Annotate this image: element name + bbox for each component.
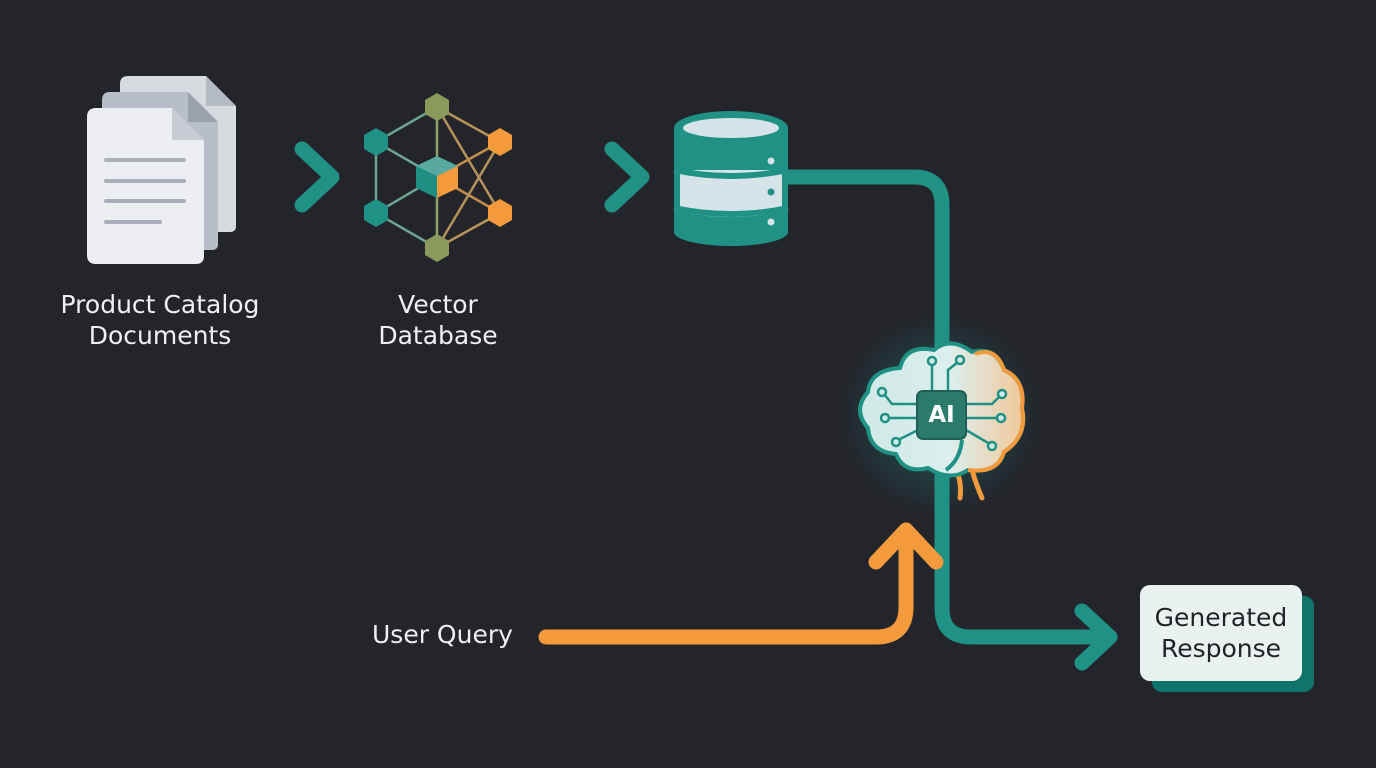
response-label-line2: Response — [1160, 634, 1282, 663]
user-query-arrowhead — [868, 522, 944, 570]
generated-response-card: Generated Response — [1140, 585, 1302, 681]
hexagon-network-icon — [364, 93, 512, 262]
ai-badge: AI — [918, 392, 965, 438]
arrow-docs-to-vector — [240, 141, 340, 213]
database-cylinder-icon — [673, 111, 789, 246]
documents-label: Product Catalog Documents — [40, 289, 280, 351]
vector-database-label: Vector Database — [348, 289, 528, 351]
documents-label-line1: Product Catalog — [60, 290, 260, 319]
vector-label-line2: Database — [378, 321, 498, 350]
arrow-vector-to-database — [512, 141, 650, 213]
user-query-label: User Query — [372, 620, 513, 649]
vector-label-line1: Vector — [398, 290, 478, 319]
documents-label-line2: Documents — [88, 321, 232, 350]
response-label-line1: Generated — [1154, 603, 1288, 632]
arrow-to-response — [1074, 603, 1118, 671]
user-query-path — [538, 532, 914, 645]
document-stack-icon — [87, 76, 236, 264]
